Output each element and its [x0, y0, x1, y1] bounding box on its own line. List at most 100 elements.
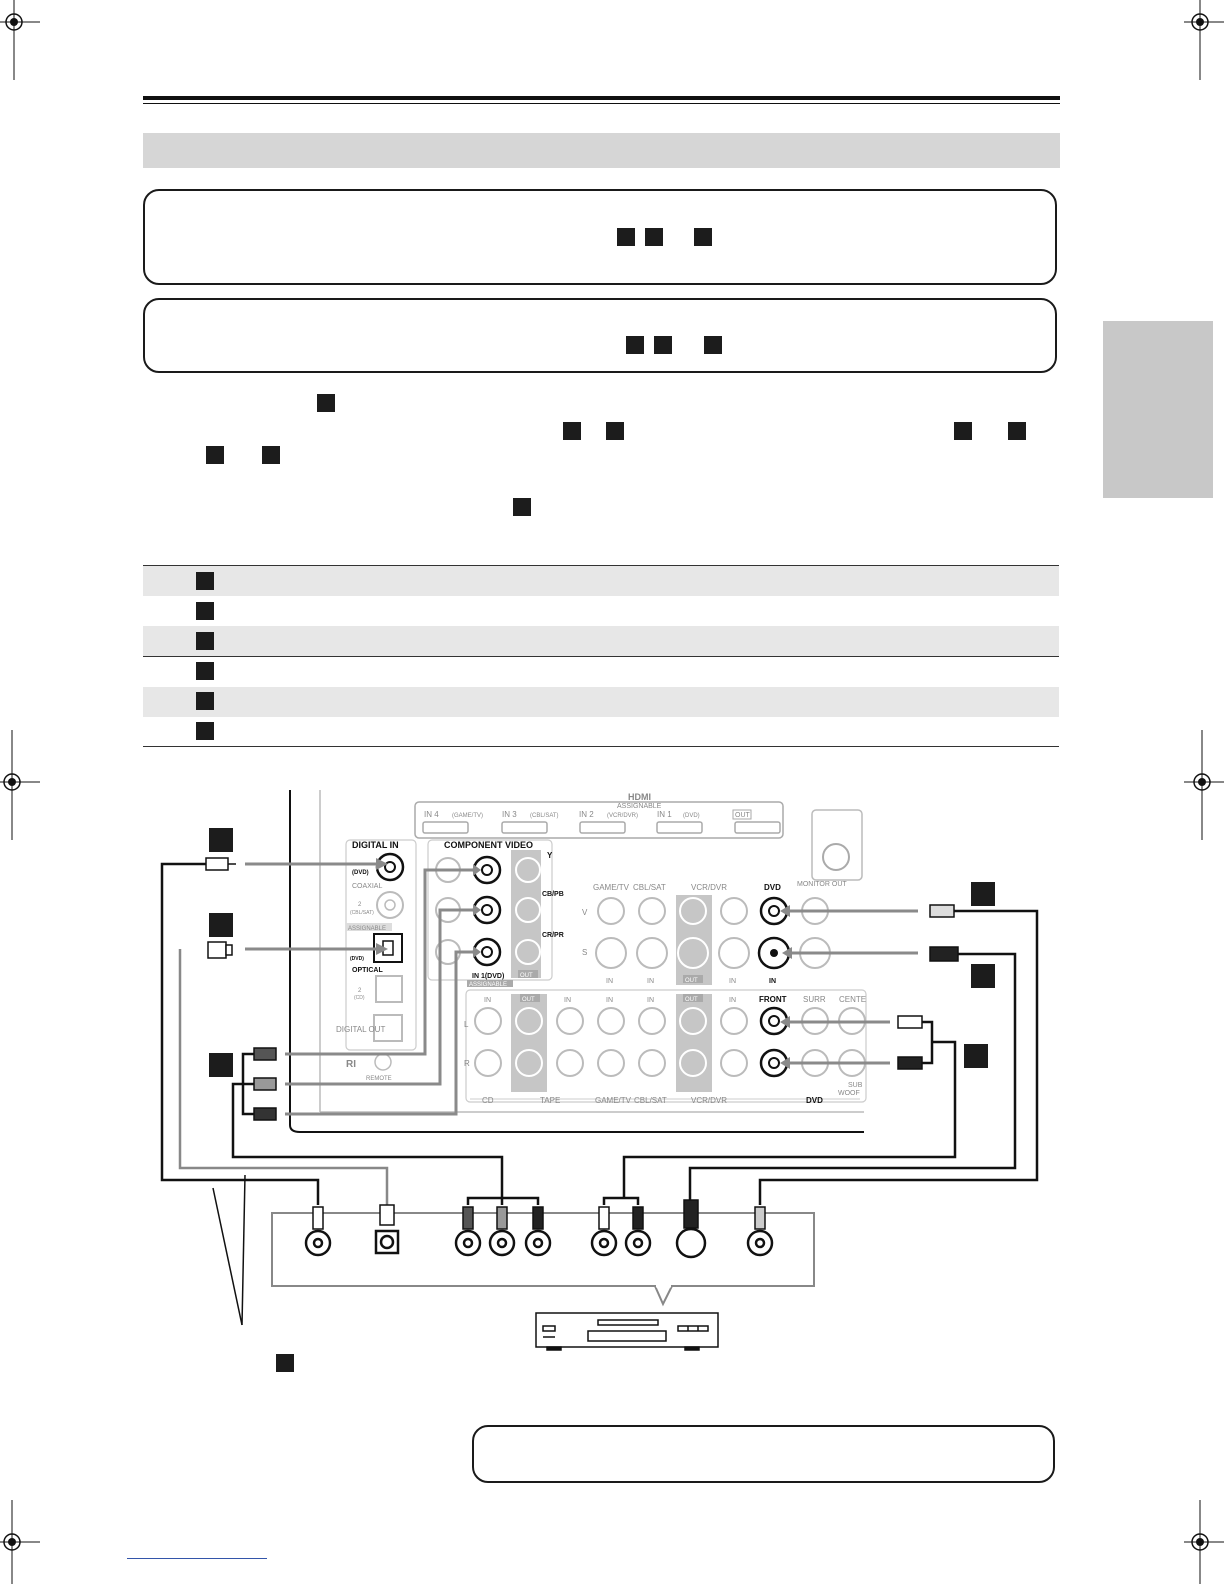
video-column-label: VCR/DVR: [691, 883, 727, 892]
hdmi-out: OUT: [735, 812, 751, 819]
audio-center-label: CENTE: [839, 995, 866, 1004]
coax-2-label: 2: [358, 902, 362, 908]
table-row: [143, 596, 1059, 626]
connection-marker: [209, 913, 233, 937]
step-marker: [196, 722, 214, 740]
coaxial-label: COAXIAL: [352, 883, 382, 890]
digital-out-label: DIGITAL OUT: [336, 1025, 385, 1034]
audio-in-label: IN: [484, 997, 491, 1004]
note-box-bottom: [472, 1425, 1055, 1483]
chapter-side-tab: [1103, 321, 1213, 498]
audio-bottom-label: CD: [482, 1096, 494, 1105]
remote-label: REMOTE: [366, 1076, 392, 1082]
table-separator: [143, 656, 1059, 657]
audio-bottom-label: DVD: [806, 1096, 823, 1105]
table-row: [143, 657, 1059, 687]
table-row: [143, 566, 1059, 596]
hdmi-port-label: IN 2: [579, 810, 594, 819]
video-in-label: IN: [606, 978, 613, 985]
video-in-label: IN: [729, 978, 736, 985]
step-marker: [606, 422, 624, 440]
component-title: COMPONENT VIDEO: [444, 840, 533, 850]
audio-surr-label: SURR: [803, 995, 826, 1004]
hdmi-port-label: IN 1: [657, 810, 672, 819]
opt-1-label: (DVD): [350, 956, 364, 962]
audio-l-label: L: [464, 1020, 469, 1029]
audio-bottom-label: TAPE: [540, 1096, 560, 1105]
connection-diagram: HDMI ASSIGNABLE IN 4 (GAME/TV) IN 3 (CBL…: [160, 790, 1039, 1351]
monitor-out-label: MONITOR OUT: [797, 881, 847, 888]
step-marker: [954, 422, 972, 440]
audio-r-label: R: [464, 1059, 470, 1068]
note-box-2: [143, 298, 1057, 373]
digital-in-title: DIGITAL IN: [352, 840, 399, 850]
dvd-player-icon: [535, 1312, 719, 1351]
audio-woofer-label: WOOF: [838, 1090, 860, 1097]
hdmi-port-source: (GAME/TV): [452, 813, 483, 819]
audio-out-label: OUT: [685, 997, 698, 1003]
step-marker: [196, 602, 214, 620]
hdmi-port-label: IN 3: [502, 810, 517, 819]
table-row: [143, 687, 1059, 717]
hdmi-port-label: IN 4: [424, 810, 439, 819]
component-y: Y: [547, 851, 553, 860]
component-assignable: ASSIGNABLE: [469, 982, 507, 988]
ri-label: RI: [346, 1059, 356, 1070]
video-column-label: DVD: [764, 883, 781, 892]
component-out: OUT: [520, 973, 533, 979]
step-marker: [196, 632, 214, 650]
audio-in-label: IN: [647, 997, 654, 1004]
hdmi-header: HDMI: [628, 792, 651, 802]
registration-mark-icon: [0, 0, 40, 80]
header-rule-thick: [143, 96, 1060, 100]
step-marker: [1008, 422, 1026, 440]
audio-in-label: IN: [564, 997, 571, 1004]
connection-marker: [209, 1053, 233, 1077]
digital-assignable: ASSIGNABLE: [348, 926, 386, 932]
audio-out-label: OUT: [522, 997, 535, 1003]
coax-2-source: (CBL/SAT): [350, 910, 374, 916]
connection-marker: [964, 1044, 988, 1068]
opt-2-source: (CD): [354, 995, 365, 1001]
footer-link[interactable]: [127, 1558, 267, 1559]
hdmi-port-source: (CBL/SAT): [530, 813, 559, 819]
step-marker: [317, 394, 335, 412]
receiver-rear-panel: HDMI ASSIGNABLE IN 4 (GAME/TV) IN 3 (CBL…: [289, 790, 867, 1133]
header-rule-thin: [143, 103, 1060, 104]
table-row: [143, 626, 1059, 656]
step-marker: [206, 446, 224, 464]
hdmi-port-source: (DVD): [683, 813, 700, 819]
step-marker: [262, 446, 280, 464]
coax-1-label: (DVD): [352, 870, 369, 876]
video-s-label: S: [582, 948, 587, 957]
registration-mark-icon: [1184, 1500, 1224, 1584]
video-v-label: V: [582, 908, 588, 917]
audio-bottom-label: CBL/SAT: [634, 1096, 667, 1105]
section-title-band: [143, 133, 1060, 168]
component-in1: IN 1(DVD): [472, 973, 504, 980]
hdmi-assignable: ASSIGNABLE: [617, 803, 662, 810]
component-cr: CR/PR: [542, 932, 564, 939]
video-column-label: CBL/SAT: [633, 883, 666, 892]
connection-marker: [971, 882, 995, 906]
note-box-1: [143, 189, 1057, 285]
registration-mark-icon: [1184, 730, 1224, 840]
registration-mark-icon: [0, 1500, 40, 1584]
optical-label: OPTICAL: [352, 967, 383, 974]
step-marker: [276, 1354, 294, 1372]
video-in-label: IN: [769, 978, 776, 985]
video-in-label: IN: [647, 978, 654, 985]
step-marker: [645, 228, 663, 246]
table-row: [143, 717, 1059, 747]
connection-marker: [971, 964, 995, 988]
opt-2-label: 2: [358, 988, 362, 994]
step-marker: [513, 498, 531, 516]
step-marker: [694, 228, 712, 246]
registration-mark-icon: [1184, 0, 1224, 80]
hdmi-port-source: (VCR/DVR): [607, 813, 638, 819]
audio-bottom-label: VCR/DVR: [691, 1096, 727, 1105]
connection-marker: [209, 828, 233, 852]
audio-sub-label: SUB: [848, 1082, 863, 1089]
audio-in-label: IN: [606, 997, 613, 1004]
table-top-line: [143, 565, 1059, 566]
